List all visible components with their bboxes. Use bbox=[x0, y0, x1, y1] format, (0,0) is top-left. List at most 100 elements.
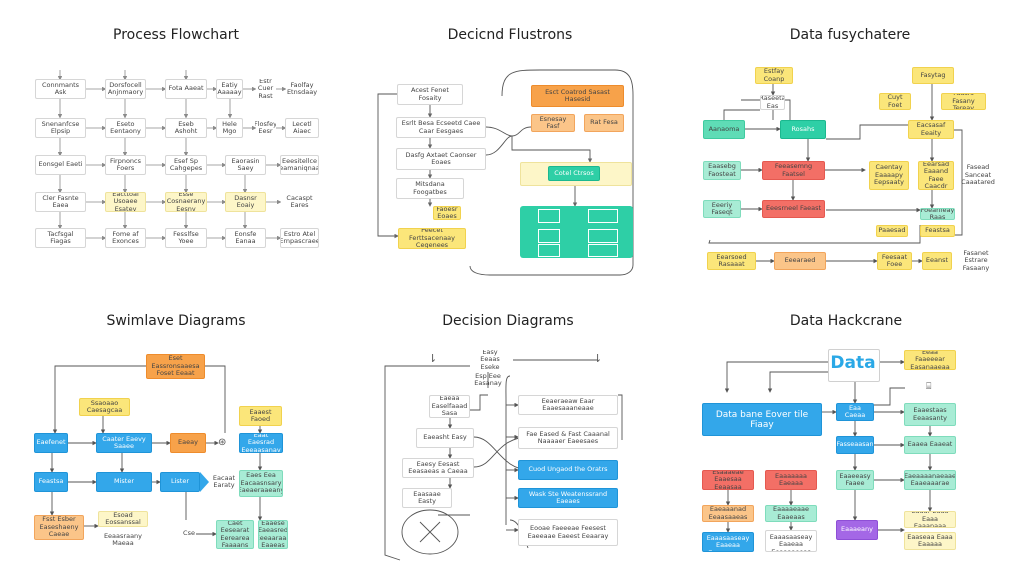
flow-node: Cacaspt Eares bbox=[286, 193, 313, 209]
data-node: Paaesad bbox=[876, 225, 908, 237]
swimlane-node: Lister bbox=[160, 472, 200, 492]
flow-node: Tacfsgal Fiagas bbox=[35, 228, 86, 248]
data-node: Eeesrneel Faeast bbox=[762, 200, 825, 218]
decision-diagram-node: Eaeaa Easelfaaad Sasa bbox=[429, 395, 470, 418]
swimlane-node: Eaat Eaesrad Eeeaasanay bbox=[239, 433, 283, 453]
decision-node: Cotel Ctrsos bbox=[548, 166, 600, 181]
flow-node: Fome af Exonces bbox=[105, 228, 146, 248]
panel-title-swimlave-diagrams: Swimlave Diagrams bbox=[106, 313, 246, 329]
data-node: Foeanfeay Raas bbox=[920, 208, 955, 220]
flow-node: Eseto Eentaony bbox=[105, 118, 146, 138]
data-node: Feeasemng Faatsel bbox=[762, 161, 825, 180]
data-node: Raseeta Eas bbox=[760, 95, 785, 110]
data-hack-node: Eaaeeasy Faaee bbox=[836, 470, 874, 490]
flow-node: Flosfey Eesr bbox=[255, 119, 276, 135]
decision-node: Peecet Ferttsacenaay Cegenees bbox=[398, 228, 466, 249]
decision-node: Esct Coatrod Sasast Hasesid bbox=[531, 85, 624, 107]
data-node: Faasrs Fasany Tereay bbox=[941, 93, 986, 110]
data-hack-node: Eaaase Eaaasaaseay Eaaeaa Eeaaaaeeas bbox=[702, 532, 754, 552]
data-hack-node: Esaaaeae Eaaesaa Eeaasaa bbox=[702, 470, 754, 490]
flow-node: Estro Atel Ernpascraee bbox=[280, 228, 319, 248]
swimlane-node: Caet Eesearat Eerearea Faaaans bbox=[216, 520, 254, 549]
data-node: Fasytag bbox=[912, 67, 954, 84]
decision-diagram-node: Eooae Faeeeae Feesest Eaeeaae Eaeest Eea… bbox=[518, 519, 618, 546]
swimlane-node: Fsst Esber Easeshaeny Caeae bbox=[34, 515, 84, 540]
panel-title-data-hackcrane: Data Hackcrane bbox=[789, 313, 903, 329]
decision-diagram-node: Fae Eased & Fast Caaanal Naaaaer Eaeesae… bbox=[518, 427, 618, 449]
swimlane-node: Esoad Eossanssal bbox=[98, 511, 148, 527]
data-hack-node: Eaeaaaanaeaae Eaaeaaarae bbox=[904, 470, 956, 490]
decision-node: Dasfg Axtaet Caonser Eoaes bbox=[396, 148, 486, 170]
decision-node: Faoesr Eoaes bbox=[433, 206, 461, 220]
swimlane-node: Ssaoaao Caesagcaa bbox=[79, 398, 130, 416]
flow-node: Eonsfe Eanaa bbox=[225, 228, 266, 248]
decision-node: Esrlt Besa Ecseetd Caee Caar Eesgaes bbox=[396, 117, 486, 138]
flow-node: Cler Fasnte Eaea bbox=[35, 192, 86, 212]
db-icon: ⌸ bbox=[926, 381, 932, 391]
flow-node: Hele Mgo bbox=[216, 118, 243, 138]
flow-node: Firpnoncs Foers bbox=[105, 155, 146, 175]
decision-diagram-node: Cuod Ungaod the Oratrs bbox=[518, 460, 618, 480]
data-hack-main: Data bane Eover tile Fiaay bbox=[702, 403, 822, 436]
data-hack-node: Eaaar Eaaa Eaaa Eaaanaaa bbox=[904, 511, 956, 528]
panel-title-decision-diagrams: Decision Diagrams bbox=[442, 313, 574, 329]
data-hack-node: Eaa Caeaa bbox=[836, 403, 874, 421]
data-node: Cuyt Foet bbox=[879, 93, 911, 110]
flow-node: Eacttoal Usoaee Esatey bbox=[105, 192, 146, 212]
swimlane-node: Mister bbox=[96, 472, 152, 492]
data-logo-box bbox=[828, 349, 880, 382]
flow-node: Eaorasin Saey bbox=[225, 155, 266, 175]
flow-node: Eatiy Aaaaay bbox=[216, 79, 243, 99]
decision-diagram-node: Esp Eee Easanay bbox=[474, 372, 502, 387]
decision-diagram-node: Wask Ste Weatenssrand Eaeaes bbox=[518, 488, 618, 508]
data-node: Fasanet Estrare Fasaany bbox=[962, 250, 990, 272]
data-hack-node: Eaaaaaaa Eaeaaa bbox=[765, 470, 817, 490]
decision-node: Rat Fesa bbox=[584, 114, 624, 132]
flow-node: Fota Aaeat bbox=[165, 79, 207, 99]
panel-title-data-fusychatere: Data fusychatere bbox=[789, 27, 911, 43]
data-hack-node: Eaaaaeaae Eaaeaas bbox=[765, 505, 817, 522]
flow-node: Esef Sp Cahgepes bbox=[165, 155, 207, 175]
decision-node: Esnesay Fasf bbox=[531, 114, 575, 132]
flow-node: Fesslfse Yoee bbox=[165, 228, 207, 248]
decision-green-sub bbox=[538, 229, 560, 243]
decision-green-sub bbox=[588, 229, 618, 243]
decision-green-sub bbox=[538, 244, 560, 257]
swimlane-node: Eaes Eea Eacaasnsary Eaeaeraaeany bbox=[239, 470, 283, 497]
data-node: Aanaoma bbox=[703, 120, 745, 139]
data-node: Eearsad Eaaand Faee Caacdr bbox=[918, 161, 954, 190]
decision-diagram-node: Eaeasht Easy bbox=[416, 428, 474, 448]
swimlane-node: Eeaasraany Maeaa bbox=[103, 531, 143, 547]
data-node: Rosahs bbox=[780, 120, 826, 139]
data-hack-node: Eeaa Faaeeear Easanaaeaa bbox=[904, 350, 956, 370]
decision-green-sub bbox=[538, 209, 560, 223]
decision-diagram-node: Easy Eeaas Eseke bbox=[480, 350, 500, 370]
flow-node: Connmants Ask bbox=[35, 79, 86, 99]
flow-node: Dorsfocell Anjnmaory bbox=[105, 79, 146, 99]
data-node: Eeeriy Faseqt bbox=[703, 200, 741, 218]
flow-node: Lecetl Aiaec bbox=[285, 118, 319, 138]
swimlane-node: Eaaest Faoed bbox=[239, 406, 282, 426]
data-node: Feastsa bbox=[920, 225, 955, 237]
flow-node: Eonsgel Eaeti bbox=[35, 155, 86, 175]
swimlane-node: Caater Eaevy Saaee bbox=[96, 433, 152, 453]
data-hack-node: Eaaseaa Eaaa Eaaaaa bbox=[904, 532, 956, 550]
flow-node: Esse Cosnaerany Eesny bbox=[165, 192, 207, 212]
flow-node: Faolfay Etnsdaay bbox=[286, 80, 318, 96]
data-hack-node: Fasseaasan bbox=[836, 436, 874, 454]
data-node: Eacsasaf Eeaity bbox=[908, 120, 954, 139]
decision-green-sub bbox=[588, 209, 618, 223]
panel-title-decicnd-flustrons: Decicnd Flustrons bbox=[447, 27, 573, 43]
decision-start-icon: ⇂ bbox=[428, 353, 438, 365]
data-node: Eaasebg Faosteat bbox=[703, 161, 741, 180]
flow-node: Eeesitellce Eeamaniqnaag bbox=[280, 155, 319, 175]
data-hack-node: Eaaestaas Eeaasanty bbox=[904, 403, 956, 426]
decision-node: Acest Fenet Fosaity bbox=[397, 84, 463, 105]
data-logo: Data bbox=[830, 353, 876, 373]
decision-diagram-node: Eeaeraeaw Eaar Eaaesaaaneaae bbox=[518, 395, 618, 415]
flow-node: Snenanfcse Elpsip bbox=[35, 118, 86, 138]
